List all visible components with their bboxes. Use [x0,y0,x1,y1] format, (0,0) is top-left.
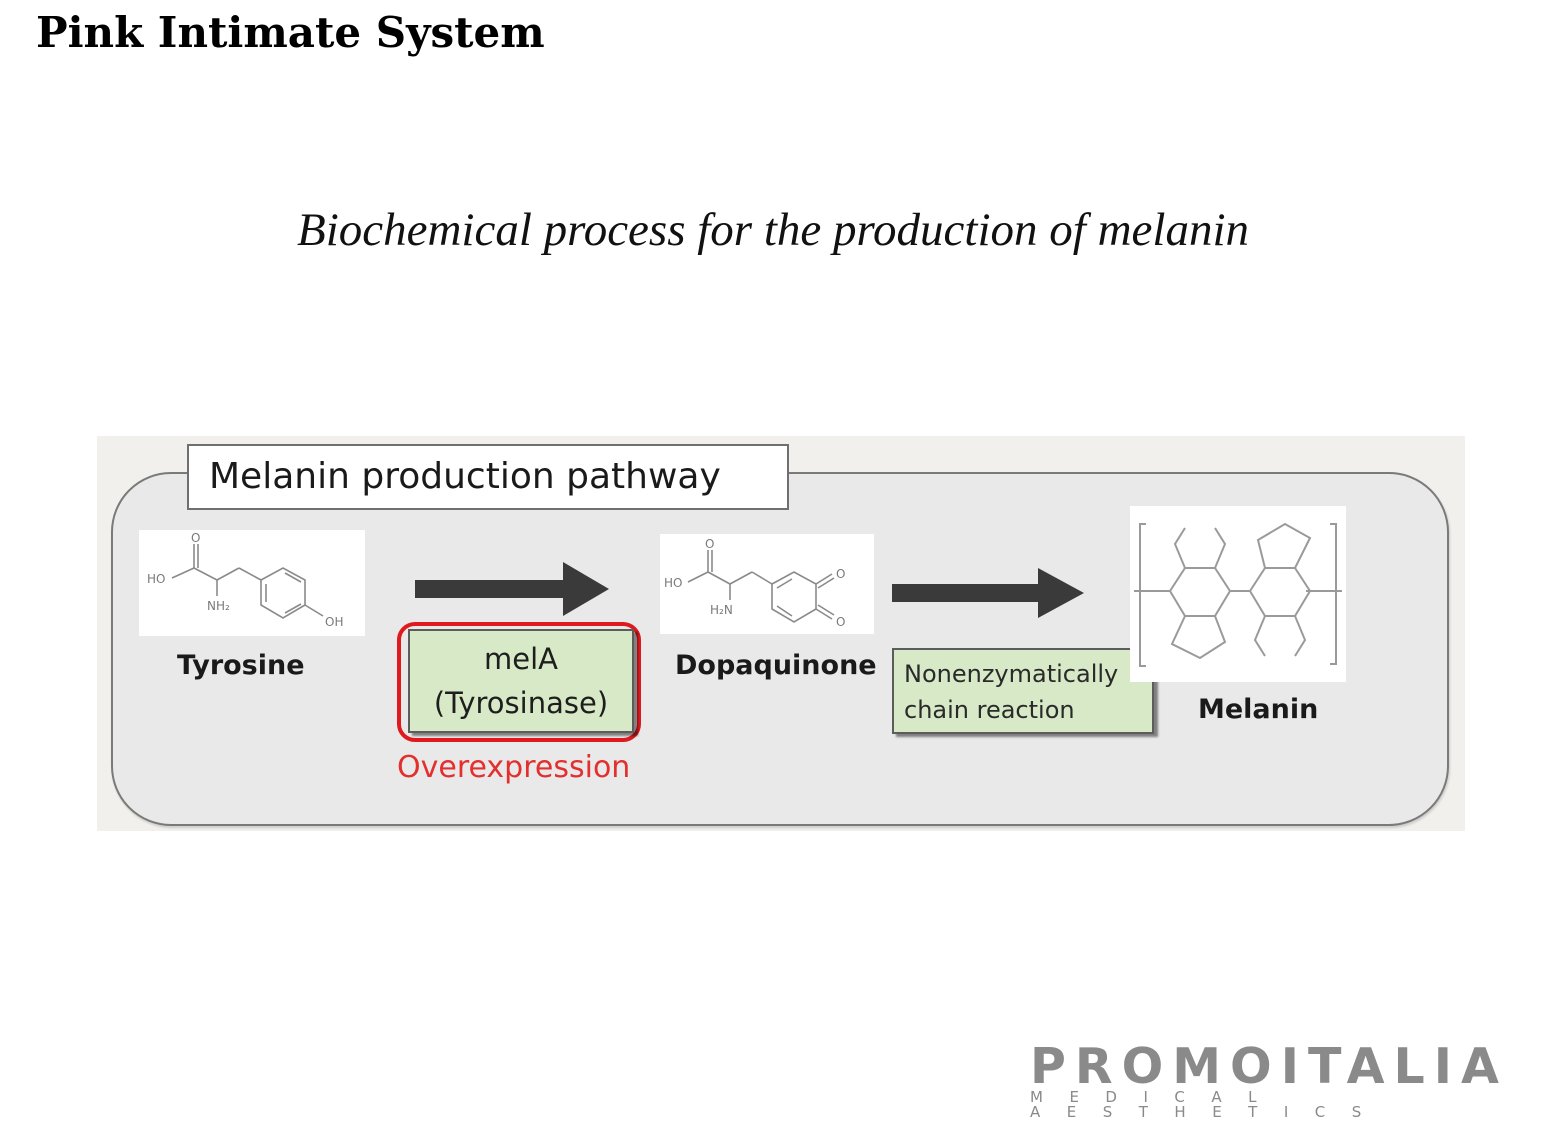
panel-title: Melanin production pathway [187,444,789,510]
dopaquinone-label: Dopaquinone [675,650,877,681]
overexpression-highlight [397,622,641,742]
tyrosine-acid-label: HO [147,572,165,586]
slide-subtitle: Biochemical process for the production o… [296,204,1250,256]
overexpression-label: Overexpression [397,750,631,785]
melanin-pathway-figure: Melanin production pathway HO O NH₂ [97,436,1465,831]
enzyme-gene-label: melA [484,642,558,676]
tyrosine-hydroxyl-label: OH [325,615,343,629]
promoitalia-logo: PROMOITALIA MEDICAL AESTHETICS [1030,1038,1530,1120]
logo-brand: PROMOITALIA [1030,1038,1508,1095]
tyrosine-oxygen-label: O [191,531,200,545]
dopaquinone-ketone1-label: O [836,567,845,581]
dopaquinone-amine-label: H₂N [710,603,733,617]
melanin-structure [1130,506,1346,682]
reaction-line1: Nonenzymatically [904,660,1119,688]
melanin-label: Melanin [1198,694,1319,725]
enzyme-name-label: (Tyrosinase) [433,686,609,720]
reaction-box: Nonenzymatically chain reaction [892,648,1154,734]
enzyme-box: melA (Tyrosinase) [408,629,634,733]
slide-title: Pink Intimate System [36,8,545,57]
arrow-right-icon [415,562,609,616]
tyrosine-structure: HO O NH₂ OH [139,530,365,636]
tyrosine-amine-label: NH₂ [207,599,230,613]
reaction-line2: chain reaction [904,696,1075,724]
dopaquinone-oxygen-label: O [705,537,714,551]
dopaquinone-structure: HO O H₂N O O [660,534,874,634]
arrow-right-icon [892,568,1084,618]
dopaquinone-acid-label: HO [664,576,682,590]
dopaquinone-ketone2-label: O [836,615,845,629]
tyrosine-label: Tyrosine [177,650,305,681]
